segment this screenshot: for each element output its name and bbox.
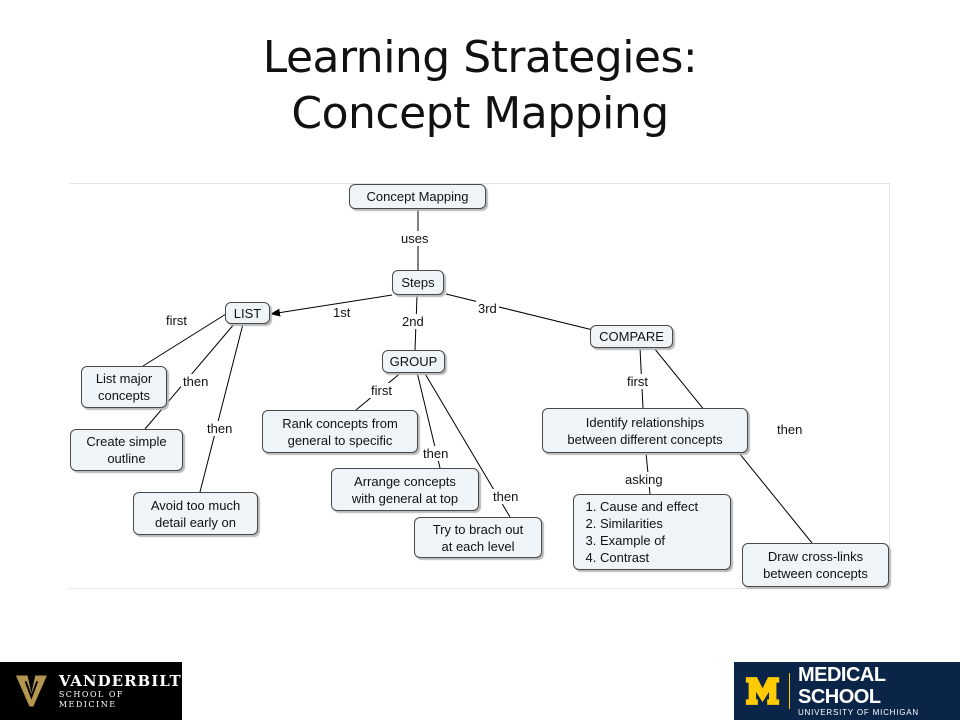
node-branch-out-line-2: at each level	[441, 538, 515, 554]
link-steps-compare	[445, 293, 594, 331]
node-relationship-types: Cause and effect Similarities Example of…	[573, 494, 731, 570]
link-label-asking: asking	[623, 472, 665, 487]
link-label-1st: 1st	[331, 305, 353, 320]
node-steps-label: Steps	[401, 275, 435, 290]
block-m-icon	[745, 677, 780, 705]
link-label-group-then-1: then	[421, 446, 451, 461]
link-label-list-then-2: then	[205, 421, 235, 436]
slide-title-line-1: Learning Strategies:	[262, 32, 698, 83]
link-list-avoid	[199, 323, 244, 493]
node-list: LIST	[225, 302, 270, 324]
node-compare-label: COMPARE	[599, 329, 664, 344]
node-create-outline-line-1: Create simple	[86, 434, 167, 449]
node-list-major-concepts: List major concepts	[81, 366, 167, 408]
logo-separator	[789, 673, 790, 709]
link-label-compare-then: then	[775, 422, 805, 437]
node-arrange-concepts: Arrange concepts with general at top	[331, 468, 479, 511]
node-rank-concepts-line-1: Rank concepts from	[282, 415, 398, 431]
node-create-simple-outline: Create simple outline	[70, 429, 183, 471]
medical-school-name: MEDICAL SCHOOL	[797, 664, 886, 708]
node-rank-concepts-line-2: general to specific	[287, 432, 393, 448]
node-steps: Steps	[392, 270, 444, 295]
relationship-type-item: Cause and effect	[600, 498, 698, 515]
node-avoid-detail: Avoid too much detail early on	[133, 492, 258, 535]
link-label-compare-first: first	[625, 374, 650, 389]
node-list-label: LIST	[233, 305, 262, 321]
node-list-major-line-1: List major	[95, 371, 153, 386]
node-draw-cross-links: Draw cross-links between concepts	[742, 543, 889, 587]
relationship-type-item: Similarities	[600, 515, 698, 532]
node-identify-relationships-line-1: Identify relationships	[585, 414, 705, 430]
link-list-listmajor	[142, 313, 227, 367]
node-arrange-concepts-line-2: with general at top	[351, 490, 459, 506]
node-avoid-detail-line-2: detail early on	[155, 514, 236, 530]
node-identify-relationships: Identify relationships between different…	[542, 408, 748, 453]
node-create-outline-line-2: outline	[107, 451, 146, 466]
relationship-type-item: Contrast	[600, 549, 698, 566]
node-list-major-line-2: concepts	[97, 388, 151, 403]
node-compare: COMPARE	[590, 325, 673, 348]
node-cross-links-line-2: between concepts	[763, 566, 868, 581]
node-avoid-detail-line-1: Avoid too much	[150, 497, 241, 513]
relationship-type-item: Example of	[600, 532, 698, 549]
node-group: GROUP	[382, 350, 445, 373]
node-branch-out-line-1: Try to brach out	[432, 521, 524, 537]
node-rank-concepts: Rank concepts from general to specific	[262, 410, 418, 453]
node-arrange-concepts-line-1: Arrange concepts	[354, 473, 456, 489]
link-label-2nd: 2nd	[400, 314, 426, 329]
node-concept-mapping-label: Concept Mapping	[366, 189, 469, 204]
node-cross-links-line-1: Draw cross-links	[767, 549, 864, 564]
university-name: UNIVERSITY OF MICHIGAN	[797, 708, 920, 717]
link-label-list-first: first	[164, 313, 189, 328]
michigan-medical-school-logo: MEDICAL SCHOOL UNIVERSITY OF MICHIGAN	[734, 662, 960, 720]
vanderbilt-logo: VANDERBILT SCHOOL OF MEDICINE	[0, 662, 182, 720]
link-steps-list	[270, 294, 393, 317]
link-label-uses: uses	[399, 231, 431, 246]
vanderbilt-v-oak-icon	[15, 675, 47, 707]
vanderbilt-subtitle: SCHOOL OF MEDICINE	[58, 690, 124, 709]
node-concept-mapping: Concept Mapping	[349, 184, 486, 209]
node-group-label: GROUP	[389, 354, 438, 369]
link-label-group-then-2: then	[491, 489, 521, 504]
slide-title: Learning Strategies: Concept Mapping	[0, 30, 960, 142]
relationship-types-list: Cause and effect Similarities Example of…	[582, 498, 698, 566]
vanderbilt-name: VANDERBILT	[58, 672, 182, 690]
link-label-3rd: 3rd	[476, 301, 499, 316]
node-identify-relationships-line-2: between different concepts	[567, 431, 723, 447]
link-label-group-first: first	[369, 383, 394, 398]
node-branch-out: Try to brach out at each level	[414, 517, 542, 558]
slide-title-line-2: Concept Mapping	[291, 88, 669, 139]
link-label-list-then-1: then	[181, 374, 211, 389]
